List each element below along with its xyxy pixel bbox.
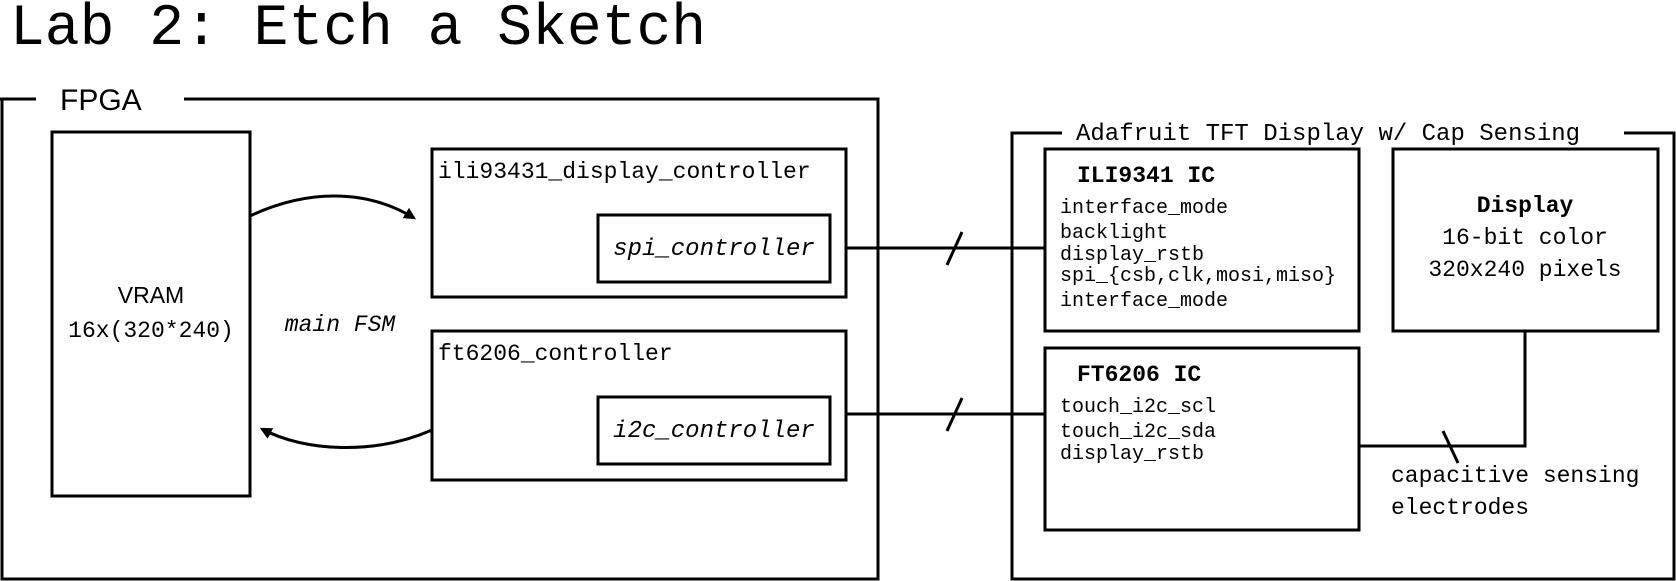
i2c-controller-label: i2c_controller (613, 418, 815, 445)
ft6206-signal: touch_i2c_scl (1060, 396, 1216, 419)
tft-boundary (1010, 131, 1676, 581)
fsm-arrow-to-display (249, 194, 417, 220)
display-resolution: 320x240 pixels (1428, 257, 1621, 283)
electrode-wire-slash (1441, 430, 1460, 464)
i2c-bus-slash (945, 397, 964, 432)
ili9341-signal: display_rstb (1060, 244, 1204, 267)
display-color-depth: 16-bit color (1442, 225, 1608, 251)
ft6206-signal: display_rstb (1060, 443, 1204, 466)
electrodes-label: electrodes (1391, 495, 1529, 521)
ili9341-signal: interface_mode (1060, 290, 1228, 313)
touch-controller-label: ft6206_controller (438, 341, 673, 367)
spi-controller-block (596, 213, 832, 284)
display-controller-block (430, 147, 848, 299)
touch-controller-block (430, 329, 848, 482)
vram-size-label: 16x(320*240) (68, 318, 234, 344)
vram-block (50, 130, 252, 498)
tft-label: Adafruit TFT Display w/ Cap Sensing (1076, 121, 1580, 148)
electrode-wire (1359, 331, 1527, 448)
ili9341-signal: spi_{csb,clk,mosi,miso} (1060, 265, 1336, 288)
spi-bus-slash (945, 231, 964, 266)
ili9341-signal: backlight (1060, 222, 1168, 245)
electrodes-label: capacitive sensing (1391, 463, 1639, 489)
i2c-controller-block (596, 395, 832, 466)
display-panel-title: Display (1477, 193, 1574, 219)
display-controller-label: ili93431_display_controller (438, 159, 811, 185)
ft6206-ic-block (1043, 346, 1361, 532)
vram-label: VRAM (118, 282, 184, 308)
ili9341-title: ILI9341 IC (1077, 163, 1215, 189)
fpga-label: FPGA (60, 84, 142, 117)
ft6206-title: FT6206 IC (1077, 362, 1201, 388)
ili9341-signal: interface_mode (1060, 197, 1228, 220)
page-title: Lab 2: Etch a Sketch (10, 0, 706, 62)
ili9341-ic-block (1043, 147, 1361, 333)
fsm-arrow-from-touch (259, 427, 433, 449)
fpga-boundary (0, 97, 880, 581)
spi-controller-label: spi_controller (613, 236, 815, 263)
ft6206-signal: touch_i2c_sda (1060, 421, 1216, 444)
main-fsm-label: main FSM (285, 312, 397, 338)
